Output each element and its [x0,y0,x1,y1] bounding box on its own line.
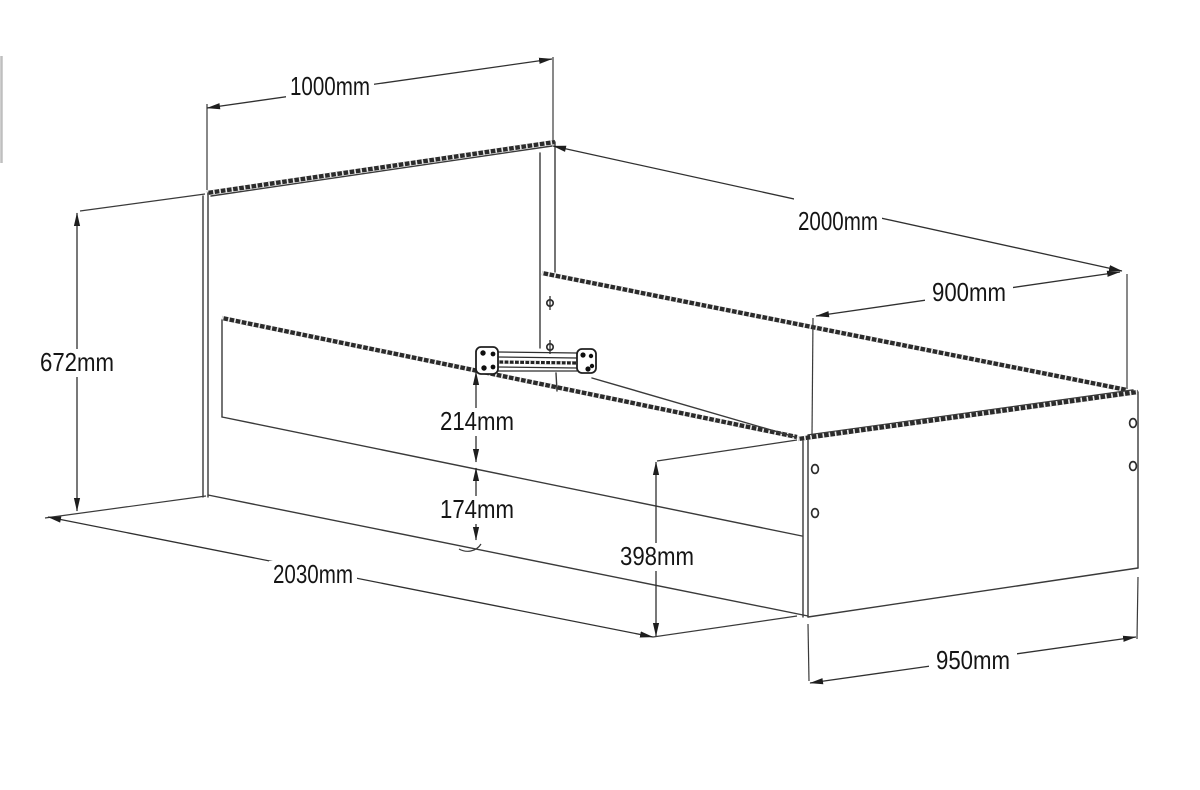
label-backplate [33,349,121,377]
label-backplate [433,408,521,436]
dimension-under-rail-clearance: 174mm [433,467,521,552]
bracket-screw-dot [580,352,586,358]
extension-line [79,193,206,212]
dimension-label-side-rail-height: 214mm [440,406,514,436]
near-rail-bottom-edge [221,416,803,537]
dimension-foot-end-width: 900mm [811,270,1121,437]
dimension-side-rail-length: 2000mm [552,145,1128,389]
rail-end-screw-hole-top [545,298,555,308]
extension-line [1136,576,1139,640]
bracket-screw-dot [481,365,487,371]
center-support-bracket [475,346,597,392]
bracket-tube-line-2 [497,356,578,359]
bracket-mount-tab-line [555,372,558,392]
label-backplate [929,647,1017,675]
dimension-footboard-corner-height: 398mm [613,439,798,637]
dimension-label-foot-end-width: 900mm [932,277,1006,307]
footboard-top-edge-inner [807,389,1134,436]
footboard-hole-near-top [810,463,820,475]
footboard-hole-far-bottom [1128,460,1138,472]
bracket-screw-dot [589,363,595,369]
bracket-end-plate-left [475,346,499,375]
headboard [202,139,556,498]
far-side-rail [541,270,1128,393]
bracket-screw-dot [490,351,496,357]
label-backplate [269,561,357,589]
bracket-screw-dot [585,366,591,372]
dimension-side-rail-height: 214mm [433,371,521,463]
extension-line [811,317,814,437]
dimension-line [206,57,553,110]
dimension-label-headboard-width: 1000mm [290,71,370,101]
dimension-label-footboard-corner-height: 398mm [620,541,694,571]
near-rail-inner-ledge-line [591,377,796,438]
dimension-headboard-height: 672mm [33,193,207,519]
near-rail-top-edge [221,315,798,440]
extension-line [807,623,810,682]
extension-line [656,439,798,462]
footboard-hole-far-top [1128,417,1138,429]
label-backplate [286,70,374,102]
footboard [797,389,1139,618]
dimension-label-headboard-height: 672mm [40,347,114,377]
bracket-tube-line-1 [497,351,578,354]
extension-line [652,615,798,638]
label-backplate [925,279,1013,307]
footboard-top-edge-hatch [797,389,1139,442]
far-rail-top-edge-hatch [541,270,1128,393]
footboard-hole-near-bottom [810,507,820,519]
label-backplate [794,196,882,238]
near-side-rail [221,315,803,537]
headboard-top-edge-inner [210,145,553,197]
bracket-screw-dot [480,350,486,356]
dimension-headboard-width: 1000mm [206,57,554,190]
bracket-tube-center [497,360,578,365]
headboard-top-edge [206,139,556,196]
dimension-label-under-rail-clearance: 174mm [440,494,514,524]
bed-frame-structure [0,56,1139,618]
dimension-annotations: 1000mm 672mm 2000mm 900mm 21 [33,57,1139,685]
rail-end-screw-hole-bottom [545,342,555,352]
extension-line [44,495,207,519]
bracket-screw-dot [490,364,496,370]
dimension-label-side-rail-length: 2000mm [798,206,878,236]
dimension-footboard-length: 950mm [807,576,1139,685]
bracket-screw-dot [588,353,594,359]
footboard-bottom-edge [807,567,1139,618]
dimension-label-overall-length: 2030mm [273,559,353,589]
bracket-tube-line-3 [497,366,578,369]
dimension-label-footboard-length: 950mm [936,645,1010,675]
dimension-overall-length: 2030mm [47,516,798,638]
